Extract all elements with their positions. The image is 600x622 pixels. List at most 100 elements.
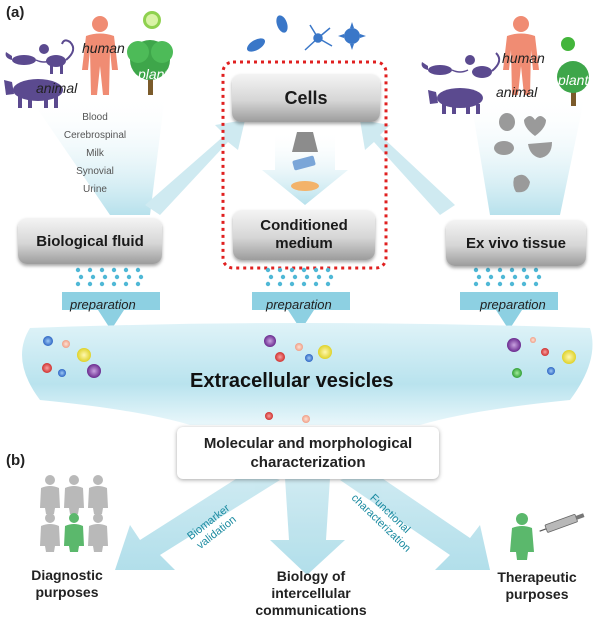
ev-particle	[275, 352, 285, 362]
conditioned-medium-box: Conditioned medium	[233, 210, 375, 260]
ev-particle	[512, 368, 522, 378]
diagnostic-purposes-label: Diagnostic purposes	[12, 567, 122, 601]
neuron-icon	[304, 24, 333, 51]
biology-line2: intercellular	[271, 585, 351, 601]
prep-dot	[75, 281, 81, 287]
ev-particle	[265, 412, 273, 420]
source-plant-right: plant	[558, 72, 589, 88]
source-animal-right: animal	[496, 84, 538, 100]
ev-particles	[42, 335, 576, 423]
monkey-icon	[39, 39, 75, 74]
prep-dot	[325, 267, 331, 273]
prep-dot	[87, 267, 93, 273]
cells-box: Cells	[232, 74, 380, 122]
biology-arrow	[270, 478, 345, 575]
ev-particle	[305, 354, 313, 362]
plant-tree-icon-right	[557, 61, 589, 106]
lungs-icon	[499, 113, 515, 131]
person-icon	[40, 475, 60, 514]
prep-dot	[497, 267, 503, 273]
prep-dot	[280, 274, 286, 280]
prep-dot	[277, 267, 283, 273]
biology-communications-label: Biology of intercellular communications	[246, 568, 376, 619]
ev-particle	[547, 367, 555, 375]
preparation-funnels	[62, 292, 558, 330]
prep-dot	[473, 267, 479, 273]
prep-dot	[265, 267, 271, 273]
prep-dot	[292, 274, 298, 280]
left-source-icons	[4, 11, 173, 108]
prep-dot	[521, 267, 527, 273]
dendritic-cell-icon	[338, 22, 366, 50]
fluid-cerebrospinal: Cerebrospinal	[63, 130, 127, 141]
prep-dot	[313, 267, 319, 273]
prep-dot	[512, 274, 518, 280]
prep-dot	[78, 274, 84, 280]
preparation-left: preparation	[70, 297, 136, 312]
prep-dot	[509, 281, 515, 287]
prep-dot	[301, 267, 307, 273]
organ-icons	[494, 113, 552, 193]
petri-dish-icon	[291, 181, 319, 191]
cells-highlight-frame	[221, 60, 388, 270]
culture-flask-icon	[292, 155, 316, 171]
source-animal-left: animal	[36, 80, 78, 96]
prep-dot	[268, 274, 274, 280]
fluid-urine: Urine	[83, 184, 107, 195]
diagnostic-arrow	[115, 470, 280, 570]
apple-icon	[561, 37, 575, 51]
cells-label: Cells	[284, 87, 328, 108]
prep-dot	[75, 267, 81, 273]
prep-dot	[123, 281, 129, 287]
prep-dot	[289, 267, 295, 273]
person-icon	[40, 513, 60, 552]
source-plant-left: plant	[138, 66, 169, 82]
prep-funnel-right	[460, 292, 558, 330]
lab-icons	[291, 132, 319, 191]
ev-particle	[43, 336, 53, 346]
diagnostic-line2: purposes	[35, 584, 99, 600]
bacterium-icon	[246, 38, 266, 52]
prep-dot	[265, 281, 271, 287]
prep-dot	[485, 281, 491, 287]
exvivo-to-cells-arrow	[360, 120, 455, 215]
preparation-right: preparation	[480, 297, 546, 312]
right-source-icons	[421, 16, 589, 193]
ev-particle	[302, 415, 310, 423]
ev-particle	[58, 369, 66, 377]
rat-icon	[5, 52, 53, 65]
prep-dot	[87, 281, 93, 287]
prep-dot	[277, 281, 283, 287]
ev-particle	[318, 345, 332, 359]
prep-dot	[126, 274, 132, 280]
panel-label-a: (a)	[6, 4, 25, 21]
ev-particle	[562, 350, 576, 364]
person-icon	[88, 475, 108, 514]
biological-fluid-label: Biological fluid	[36, 232, 144, 250]
source-human-left: human	[82, 40, 125, 56]
flask-icon	[292, 132, 318, 152]
prep-dot	[313, 281, 319, 287]
therapeutic-line2: purposes	[505, 586, 569, 602]
prep-dot	[304, 274, 310, 280]
cell-type-icons	[246, 15, 366, 52]
prep-dot	[485, 267, 491, 273]
prep-dot	[316, 274, 322, 280]
ev-particle	[530, 337, 536, 343]
preparation-dots	[75, 267, 542, 287]
prep-dot	[521, 281, 527, 287]
biology-line1: Biology of	[276, 568, 346, 584]
human-body-icon-right	[503, 16, 539, 95]
ev-cloud	[22, 323, 593, 425]
lime-icon	[143, 11, 161, 29]
prep-dot	[111, 281, 117, 287]
stomach-icon	[513, 174, 530, 193]
ev-particle	[541, 348, 549, 356]
fluid-to-cells-arrow	[145, 120, 245, 215]
prep-dot	[524, 274, 530, 280]
plant-tree-icon	[127, 40, 173, 95]
biology-line3: communications	[255, 602, 367, 618]
prep-dot	[123, 267, 129, 273]
prep-dot	[500, 274, 506, 280]
